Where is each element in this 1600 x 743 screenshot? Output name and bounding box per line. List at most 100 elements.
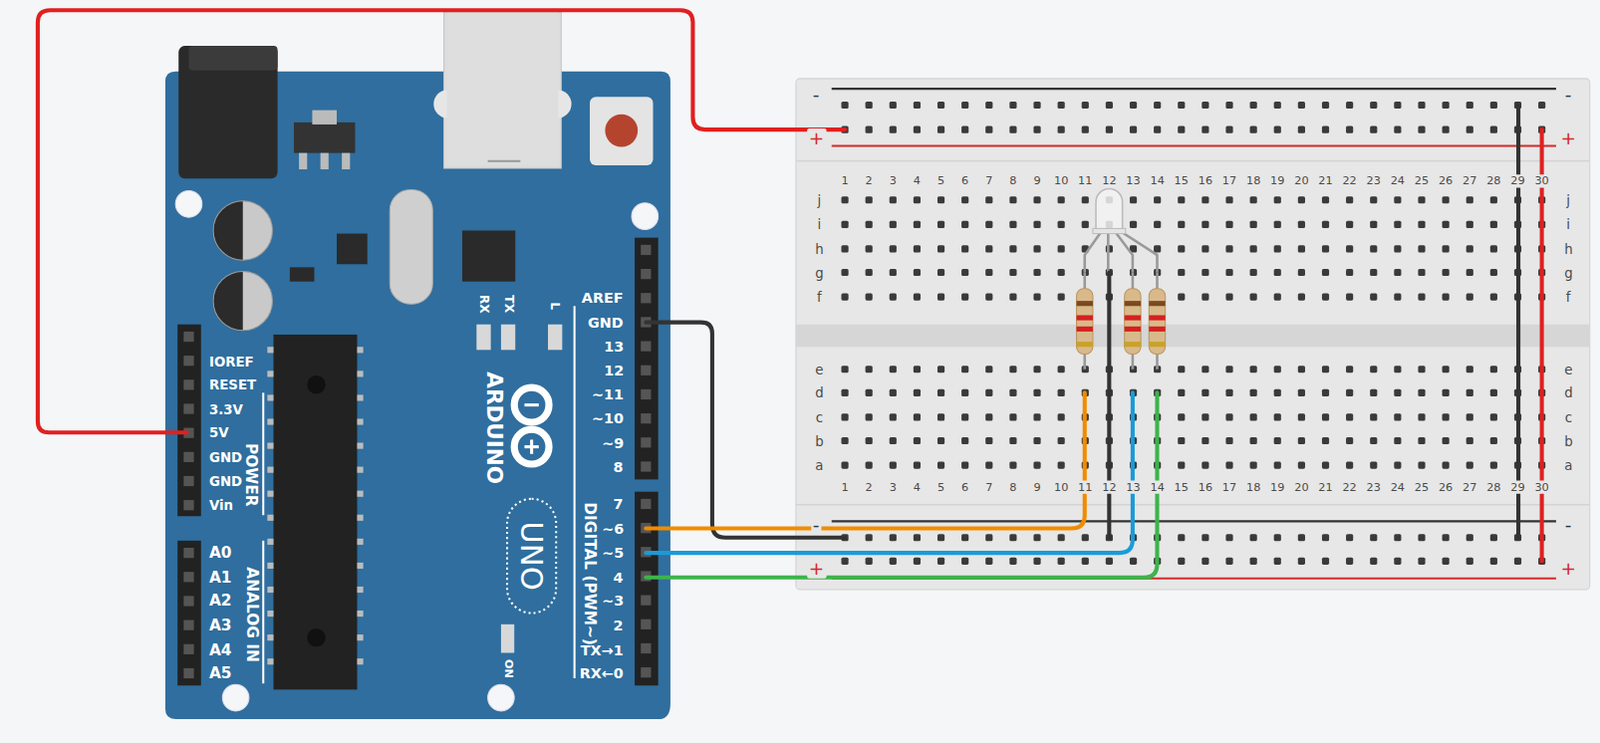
breadboard-label: 5 [935,480,947,494]
breadboard-hole [865,389,873,397]
breadboard-hole [1201,221,1209,229]
chip-pin [266,491,273,498]
breadboard-hole [1393,245,1401,253]
breadboard-hole [1345,461,1353,469]
breadboard-hole [1009,461,1017,469]
breadboard-hole [1177,461,1185,469]
breadboard-hole [1105,125,1113,133]
chip-pin [356,418,363,425]
breadboard-hole [1322,413,1330,421]
breadboard-hole [1466,221,1474,229]
breadboard-hole [1058,389,1066,397]
breadboard-hole [1225,292,1233,300]
breadboard-hole [1298,125,1306,133]
breadboard-hole [1298,533,1306,541]
breadboard-hole [1442,557,1450,565]
breadboard-hole [1033,557,1041,565]
breadboard-hole [1298,196,1306,204]
breadboard-hole [1033,101,1041,109]
breadboard-hole [1369,365,1377,373]
pin-label: ARDUINO [483,371,506,485]
breadboard-hole [1153,221,1161,229]
breadboard-hole [1490,101,1498,109]
breadboard-hole [865,365,873,373]
breadboard-hole [1466,389,1474,397]
breadboard-hole [985,389,993,397]
breadboard-hole [961,196,969,204]
breadboard-hole [1250,125,1258,133]
breadboard-hole [961,268,969,276]
breadboard-label: 28 [1484,174,1503,188]
pin-label: ON [502,658,514,678]
pin-label: A4 [209,642,233,658]
resistor-symbol [1076,271,1166,369]
breadboard-hole [1345,268,1353,276]
breadboard-hole [1274,125,1282,133]
breadboard-hole [985,533,993,541]
breadboard-hole [1177,292,1185,300]
breadboard-hole [889,437,897,445]
breadboard-hole [1177,365,1185,373]
breadboard-hole [1369,557,1377,565]
chip-pin [266,562,273,569]
pin-label: 2 [613,618,624,633]
pin-label: 4 [613,570,624,585]
pin-label: TX [502,294,515,313]
breadboard-hole [1369,389,1377,397]
breadboard-hole [1274,292,1282,300]
breadboard-hole [1345,413,1353,421]
pin-label: GND [209,450,243,464]
header-pin [640,292,651,303]
breadboard-hole [1225,268,1233,276]
breadboard-hole [1274,533,1282,541]
pin-label: 7 [613,497,624,512]
breadboard-hole [1009,389,1017,397]
breadboard-hole [1417,557,1425,565]
wires [37,9,1543,577]
breadboard-hole [913,557,921,565]
breadboard-label: 2 [863,480,875,494]
breadboard-hole [1129,196,1137,204]
breadboard-hole [1322,365,1330,373]
header-pin [640,413,651,424]
breadboard-hole [1058,101,1066,109]
breadboard-hole [985,413,993,421]
breadboard-hole [889,221,897,229]
header-pin [640,389,651,400]
breadboard-label: d [1562,385,1576,401]
breadboard-hole [1153,125,1161,133]
header-pin [640,595,651,606]
breadboard-label: 26 [1436,174,1455,188]
breadboard-hole [1466,292,1474,300]
breadboard-label: 4 [911,174,923,188]
breadboard-hole [1177,557,1185,565]
breadboard-label: + [1559,557,1580,578]
header-pin [640,643,651,654]
breadboard-hole [1345,221,1353,229]
breadboard-hole [1225,365,1233,373]
pin-label: GND [209,474,243,488]
header-pin [183,644,194,655]
breadboard-hole [1466,268,1474,276]
breadboard-hole [1490,437,1498,445]
breadboard-label: f [1564,288,1574,304]
breadboard-hole [1274,268,1282,276]
pin-label: GND [587,314,624,329]
breadboard-label: j [1564,192,1573,208]
chip-pin [356,394,363,401]
pin-label: ~9 [601,435,624,450]
breadboard-hole [1153,101,1161,109]
breadboard-hole [1033,196,1041,204]
breadboard-label: 25 [1412,480,1431,494]
breadboard-label: 27 [1460,174,1479,188]
breadboard-hole [889,461,897,469]
breadboard-hole [1393,125,1401,133]
breadboard-label: h [812,241,826,257]
pin-label: ~3 [601,593,624,608]
breadboard-hole [1345,365,1353,373]
breadboard-hole [1274,413,1282,421]
chip-pin [266,610,273,617]
breadboard-hole [1177,389,1185,397]
breadboard-hole [1442,389,1450,397]
